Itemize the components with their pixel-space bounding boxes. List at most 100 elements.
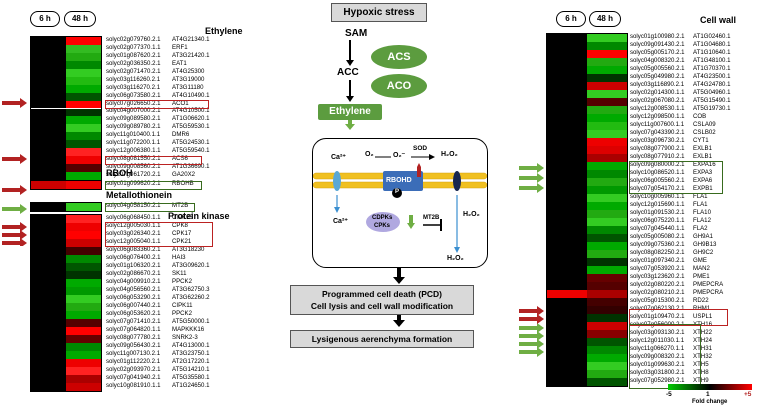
heatmap-cell	[66, 37, 101, 45]
heatmap-cell	[31, 319, 66, 327]
gene-id: solyc09g089780.2.1	[106, 123, 161, 131]
gene-id: solyc02g093970.2.1	[106, 366, 161, 373]
gene-id: solyc09g008560.2.1	[106, 163, 161, 171]
heatmap-cell	[587, 346, 627, 354]
gene-annotation: AT1G36690.1	[172, 163, 210, 171]
gene-annotation: CPK17	[172, 230, 192, 237]
heatmap-cell	[31, 203, 66, 211]
heatmap-cell	[66, 116, 101, 125]
heatmap-cell	[587, 330, 627, 338]
gene-annotation: AT4G10490.1	[172, 91, 210, 99]
heatmap-cell	[66, 279, 101, 287]
heatmap-cell	[547, 154, 587, 162]
gene-id: solyc05g015300.2.1	[630, 297, 685, 304]
gene-id: solyc02g014300.1.1	[630, 89, 685, 96]
heatmap-cell	[31, 76, 66, 85]
heatmap-cell	[31, 255, 66, 263]
heatmap-cell	[31, 124, 66, 133]
heatmap-cell	[587, 170, 627, 178]
gene-annotation: AT5G15490.1	[693, 97, 731, 104]
gene-annotation: RBOHB	[172, 180, 194, 187]
gene-annotation: PPCK2	[172, 278, 192, 285]
ethylene-heatmap	[30, 36, 102, 181]
gene-annotation: AT4G21340.1	[172, 35, 210, 43]
heatmap-cell	[587, 234, 627, 242]
heatmap-cell	[587, 98, 627, 106]
gene-annotation: AT1G10640.1	[693, 49, 731, 56]
heatmap-cell	[66, 92, 101, 101]
gene-id: solyc01g112220.2.1	[106, 358, 161, 365]
heatmap-cell	[31, 327, 66, 335]
heatmap-cell	[547, 250, 587, 258]
gene-row: solyc05g015300.2.1 RD22	[630, 297, 756, 305]
heatmap-cell	[31, 223, 66, 231]
heatmap-cell	[587, 74, 627, 82]
gene-annotation: XTH16	[693, 321, 712, 328]
gene-id: solyc01g097340.2.1	[630, 257, 685, 264]
gene-annotation: GA20X2	[172, 171, 196, 179]
red-arrow-icon	[2, 98, 27, 246]
heatmap-cell	[547, 50, 587, 58]
heatmap-cell	[547, 258, 587, 266]
pathway-arrows	[345, 40, 355, 130]
heatmap-cell	[547, 338, 587, 346]
protein-kinase-group-label: Protein kinase	[168, 211, 230, 221]
heatmap-cell	[31, 367, 66, 375]
heatmap-cell	[31, 84, 66, 93]
cdpk-icon	[366, 212, 400, 232]
gene-annotation: AT3G23750.1	[172, 350, 210, 357]
gene-annotation: AT5G59540.1	[172, 147, 210, 155]
heatmap-cell	[31, 239, 66, 247]
gene-id: solyc03g123620.2.1	[630, 273, 685, 280]
heatmap-cell	[66, 44, 101, 53]
heatmap-cell	[66, 132, 101, 141]
gene-annotation: AT1G48100.1	[693, 57, 731, 64]
gene-annotation: MT2B	[172, 202, 189, 209]
heatmap-cell	[31, 359, 66, 367]
heatmap-cell	[587, 266, 627, 274]
heatmap-cell	[587, 322, 627, 330]
gene-id: solyc02g080220.2.1	[630, 281, 685, 288]
heatmap-cell	[587, 154, 627, 162]
gene-id: solyc05g005560.2.1	[630, 65, 685, 72]
gene-annotation: EAT1	[172, 59, 187, 67]
heatmap-cell	[547, 178, 587, 186]
heatmap-cell	[587, 378, 627, 386]
heatmap-cell	[547, 226, 587, 234]
fold-change-colorbar	[668, 384, 752, 390]
heatmap-cell	[547, 202, 587, 210]
heatmap-cell	[66, 156, 101, 165]
heatmap-cell	[66, 124, 101, 133]
metallothionein-group-label: Metallothionein	[106, 190, 172, 200]
heatmap-cell	[547, 282, 587, 290]
aco-enzyme: ACO	[371, 74, 427, 98]
acc-label: ACC	[337, 67, 359, 78]
gene-annotation: EXLB1	[693, 145, 712, 152]
gene-annotation: RD22	[693, 297, 709, 304]
gene-annotation: PPCK2	[172, 310, 192, 317]
gene-annotation: HAI3	[172, 254, 186, 261]
gene-annotation: AT4G25300	[172, 67, 205, 75]
gene-annotation: AT4G10500.1	[172, 107, 210, 115]
heatmap-cell	[587, 82, 627, 90]
